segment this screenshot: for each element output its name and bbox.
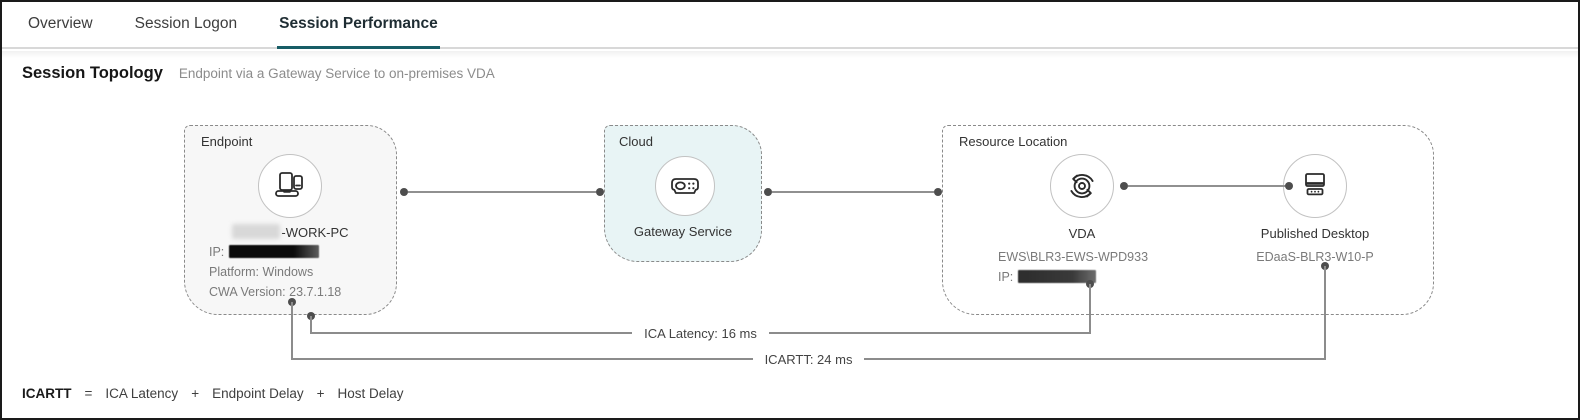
vda-ip-label: IP: bbox=[998, 270, 1014, 284]
published-desktop-machine: EDaaS-BLR3-W10-P bbox=[1256, 250, 1374, 264]
devices-icon bbox=[272, 168, 308, 204]
connector-cloud-resource bbox=[772, 191, 934, 193]
ica-latency-label: ICA Latency: 16 ms bbox=[644, 325, 757, 341]
desktop-icon bbox=[1297, 168, 1333, 204]
endpoint-name: -WORK-PC bbox=[184, 224, 397, 240]
ica-latency-line: ICA Latency: 16 ms bbox=[311, 323, 1091, 343]
connector-dot bbox=[764, 188, 772, 196]
endpoint-name-suffix: -WORK-PC bbox=[281, 225, 349, 240]
gateway-icon bbox=[667, 168, 703, 204]
ica-latency-left-stub bbox=[310, 316, 312, 334]
formula-operator: + bbox=[191, 386, 200, 401]
endpoint-ip-label: IP: bbox=[209, 245, 225, 259]
formula-term: ICARTT bbox=[22, 386, 72, 401]
line-segment bbox=[864, 358, 1326, 360]
connector-dot bbox=[1285, 182, 1293, 190]
vda-machine-name: EWS\BLR3-EWS-WPD933 bbox=[998, 250, 1149, 264]
icartt-left-stub bbox=[291, 302, 293, 360]
gateway-service-node bbox=[655, 156, 715, 216]
published-desktop-name: Published Desktop bbox=[1260, 226, 1370, 241]
connector-dot bbox=[934, 188, 942, 196]
formula-operator: + bbox=[316, 386, 325, 401]
connector-endpoint-cloud bbox=[408, 191, 596, 193]
resource-location-group-label: Resource Location bbox=[959, 134, 1068, 149]
tabbar-shadow bbox=[2, 51, 1578, 58]
formula-term: ICA Latency bbox=[105, 386, 179, 401]
sync-icon bbox=[1064, 168, 1100, 204]
endpoint-platform: Platform: Windows bbox=[209, 265, 314, 279]
redacted-vda-ip bbox=[1018, 270, 1097, 283]
ica-latency-right-stub bbox=[1089, 284, 1091, 334]
icartt-formula: ICARTT = ICA Latency + Endpoint Delay + … bbox=[22, 386, 404, 401]
vda-node bbox=[1050, 154, 1114, 218]
line-segment bbox=[768, 332, 1091, 334]
endpoint-ip-row: IP: bbox=[209, 242, 389, 262]
endpoint-group-label: Endpoint bbox=[201, 134, 253, 149]
tab-session-performance[interactable]: Session Performance bbox=[277, 2, 440, 49]
section-heading: Session Topology Endpoint via a Gateway … bbox=[22, 64, 495, 83]
icartt-right-stub bbox=[1324, 266, 1326, 360]
line-segment bbox=[292, 358, 753, 360]
connector-dot bbox=[596, 188, 604, 196]
gateway-service-name: Gateway Service bbox=[633, 224, 733, 239]
icartt-label: ICARTT: 24 ms bbox=[764, 351, 853, 367]
cloud-group-box: Cloud bbox=[604, 125, 762, 262]
resource-location-group-box: Resource Location bbox=[942, 125, 1434, 315]
formula-term: Endpoint Delay bbox=[212, 386, 304, 401]
icartt-line: ICARTT: 24 ms bbox=[292, 349, 1326, 369]
connector-dot bbox=[400, 188, 408, 196]
vda-ip-row: IP: bbox=[998, 267, 1178, 287]
tab-overview[interactable]: Overview bbox=[28, 15, 93, 32]
connector-dot bbox=[1120, 182, 1128, 190]
vda-details: EWS\BLR3-EWS-WPD933 IP: bbox=[998, 247, 1178, 287]
page-subtitle: Endpoint via a Gateway Service to on-pre… bbox=[178, 66, 495, 81]
connector-vda-desktop bbox=[1128, 185, 1285, 187]
formula-operator: = bbox=[84, 386, 93, 401]
endpoint-node bbox=[258, 154, 322, 218]
endpoint-cwa-version: CWA Version: 23.7.1.18 bbox=[209, 285, 342, 299]
endpoint-details: IP: Platform: Windows CWA Version: 23.7.… bbox=[209, 242, 389, 302]
page-title: Session Topology bbox=[22, 64, 163, 82]
cloud-group-label: Cloud bbox=[619, 134, 653, 149]
tab-bar: Overview Session Logon Session Performan… bbox=[2, 2, 1578, 49]
formula-term: Host Delay bbox=[337, 386, 404, 401]
tab-session-logon[interactable]: Session Logon bbox=[134, 15, 238, 32]
vda-name: VDA bbox=[1068, 226, 1096, 241]
redacted-endpoint-name-prefix bbox=[232, 224, 281, 239]
redacted-endpoint-ip bbox=[229, 245, 320, 258]
line-segment bbox=[311, 332, 633, 334]
